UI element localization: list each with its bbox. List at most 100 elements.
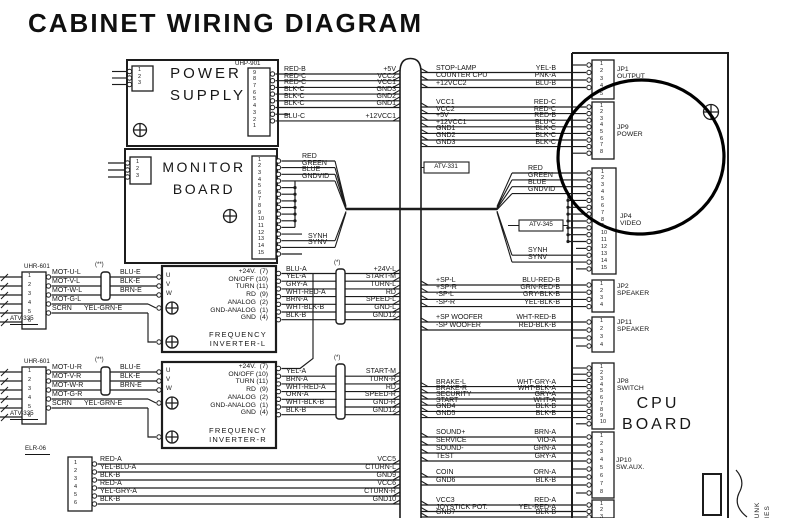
jp4-pin-3: 3 (601, 182, 605, 189)
pin-hook (586, 130, 592, 137)
pin-hook (586, 84, 592, 91)
wire (420, 382, 429, 388)
wire-color-label: BLU-B (535, 79, 556, 87)
signal-label: SOUND- (436, 445, 464, 452)
wire-color-label: RED-BLK-B (518, 322, 556, 329)
jp9-label: POWER (617, 131, 643, 139)
pin-hook (275, 301, 282, 307)
signal-label: TURN-R (369, 375, 396, 383)
wire (420, 102, 429, 108)
pin-hook (275, 286, 282, 292)
pin-hook (586, 442, 592, 448)
jp2-label: JP2 (617, 283, 629, 290)
wire (420, 413, 429, 419)
signal-label: SYNV (308, 239, 328, 247)
wire (420, 75, 429, 81)
pin-hook (275, 396, 282, 402)
wire-color-label: YEL-A (286, 273, 307, 281)
signal-label: MOT-G-R (52, 391, 83, 398)
signal-label: VCC2 (436, 105, 455, 113)
signal-label: VCC5 (377, 456, 396, 463)
signal-label: +5V (436, 112, 449, 120)
ground-routing-wires (147, 303, 157, 438)
signal-label: GND3 (376, 86, 396, 94)
uhr-601-r-connector-pin-4: 4 (28, 394, 32, 401)
jp2-pin-1: 1 (600, 280, 604, 287)
rotated-side-label-line2: LINES (763, 505, 771, 518)
signal-label: GND2 (436, 132, 456, 139)
wire-color-label: RED-A (534, 497, 556, 504)
pin-hook (124, 167, 131, 173)
pin-hook (124, 160, 131, 166)
signal-label: RD (385, 288, 396, 296)
signal-label: GND7 (436, 509, 456, 516)
pin-hook (586, 474, 592, 480)
wire (0, 395, 9, 404)
inverter-r-title-1: FREQUENCY (209, 426, 267, 435)
jp4-pin-14: 14 (601, 257, 608, 264)
monitor-connector-pin-12: 12 (258, 229, 265, 236)
power-supply-title-1: POWER (170, 65, 242, 82)
wire (420, 440, 429, 446)
pin-hook (586, 319, 592, 325)
part-uhr-601-l: UHR-601 (24, 263, 50, 270)
monitor-connector-pin-4: 4 (258, 176, 262, 183)
wire-color-label: BLU-A (286, 265, 307, 273)
pin-hook (275, 211, 282, 217)
wire (420, 406, 429, 412)
pin-hook (586, 150, 592, 156)
pin-hook (91, 469, 98, 475)
pin-hook (275, 404, 282, 410)
wire (392, 499, 401, 505)
signal-label: TEST (436, 453, 454, 460)
jp10-pin-3: 3 (600, 448, 604, 455)
pin-hook (275, 381, 282, 387)
pin-hook (586, 117, 592, 123)
signal-label: GND1 (376, 99, 396, 107)
wire (392, 103, 401, 108)
jp4-pin-8: 8 (601, 216, 605, 223)
inv-r-pin-gnd: GND (4) (240, 409, 268, 417)
wire (420, 122, 429, 128)
rotated-side-label-line1: TRUNK (754, 501, 761, 518)
jp1 (591, 59, 615, 100)
signal-label: BRAKE-R (436, 384, 468, 392)
uhr-601-r-connector-pin-1: 1 (28, 367, 32, 374)
power-supply-connector-pin-4: 4 (253, 103, 257, 110)
signal-label: +5V (383, 66, 396, 73)
wire-color-label: BLK-C (284, 92, 305, 100)
signal-label: VCC2 (377, 72, 396, 80)
monitor-connector-pin-10: 10 (258, 216, 265, 223)
power-supply-connector-pin-7: 7 (253, 83, 257, 89)
jp4-pin-5: 5 (601, 196, 605, 202)
wire (392, 116, 401, 122)
wire-color-label: BLK-B (535, 477, 556, 484)
wire (392, 276, 401, 282)
wire-color-label: GRN-RED-B (520, 284, 560, 292)
wire-color-label: BLK-C (284, 99, 305, 107)
pin-hook (586, 69, 592, 76)
jp8-pin-6: 6 (600, 394, 604, 401)
signal-label: -SP WOOFER (436, 322, 481, 329)
wire (420, 432, 429, 438)
jp-aux-bottom-pin-3: 3 (600, 513, 604, 518)
jp10-label: SW.AUX. (616, 464, 645, 472)
pin-hook (586, 124, 592, 130)
wire-color-label: VIO-A (536, 437, 556, 444)
wire-color-label: YEL-A (286, 368, 307, 376)
jp11-pin-3: 3 (600, 333, 604, 340)
jp4-pin-7: 7 (601, 209, 605, 216)
signal-label: SCRN (52, 400, 72, 407)
rotated-side-label: TRUNK LINES (753, 502, 773, 518)
pin-hook (156, 305, 162, 311)
jp4-pin-1: 1 (601, 168, 605, 175)
pin-hook (275, 224, 282, 231)
pin-hook (156, 274, 162, 280)
signal-label: MOT-V-R (52, 373, 82, 380)
signal-label: START (436, 397, 459, 405)
wire-color-label: YEL-BLU-A (100, 464, 137, 471)
power-line-connector-pin-2: 2 (138, 73, 142, 80)
pin-hook (586, 421, 592, 427)
pin-hook (275, 317, 282, 323)
